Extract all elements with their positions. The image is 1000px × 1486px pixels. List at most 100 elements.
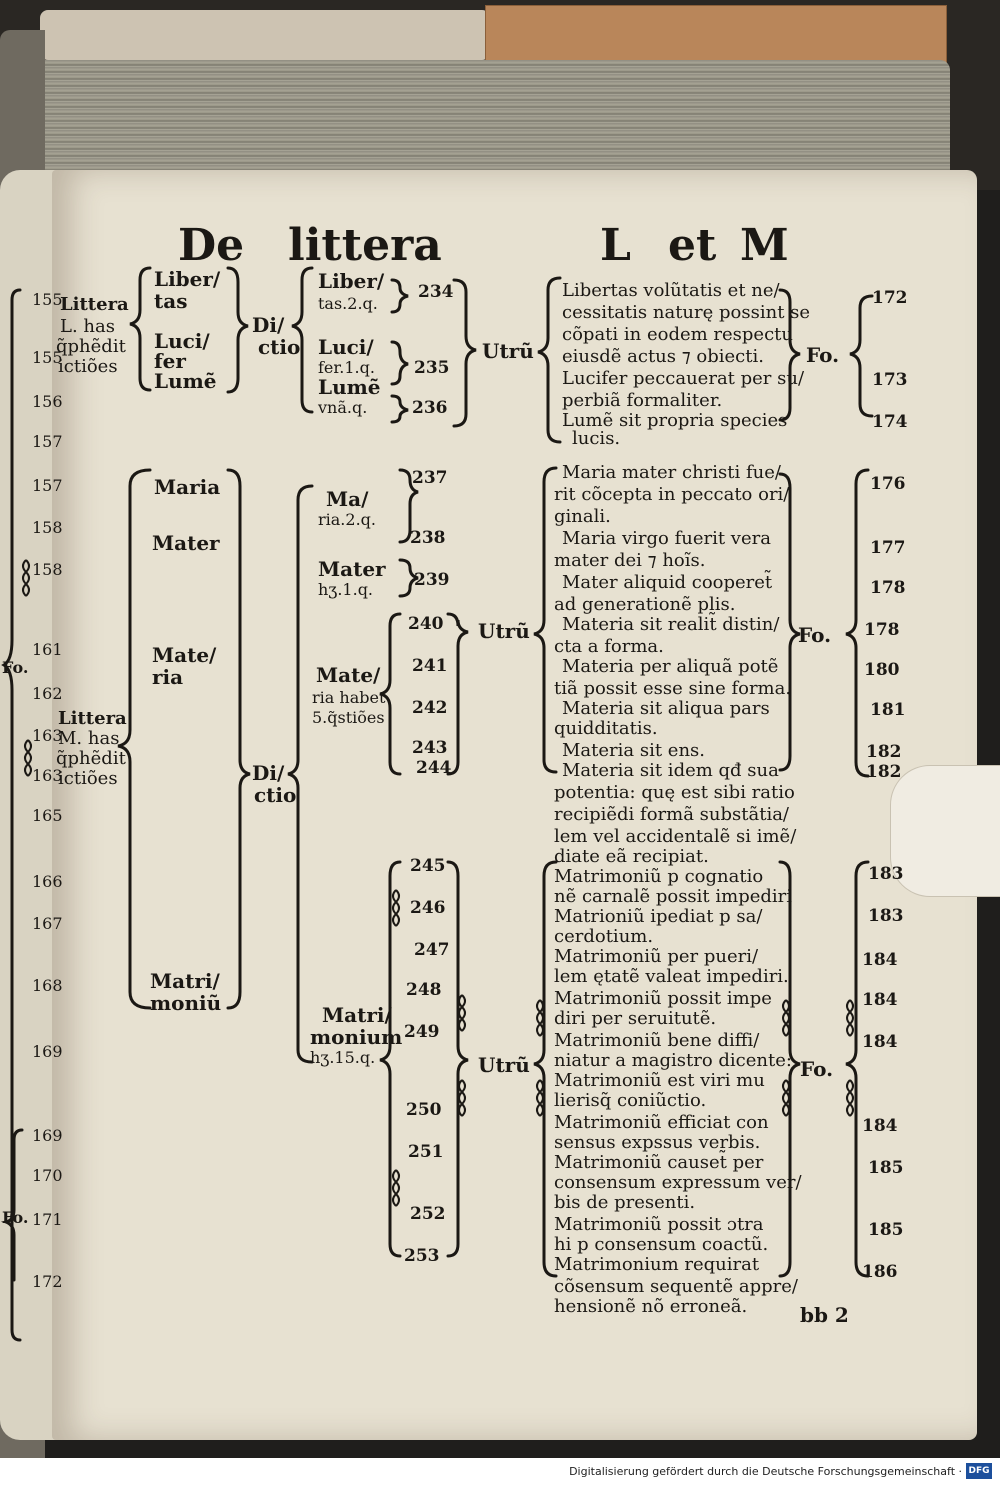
folio-number: 184: [862, 950, 898, 970]
fo-label-m-a: Fo.: [798, 623, 832, 647]
question-number: 248: [406, 980, 442, 1000]
question-line: bis de presenti.: [554, 1192, 696, 1213]
question-line: Matrioniũ ipediat p sa/: [554, 906, 763, 927]
question-line: Matrimoniũ per pueri/: [554, 946, 759, 967]
question-number: 250: [406, 1100, 442, 1120]
dictio-l-1: Di/: [252, 313, 285, 337]
subterm-mater-2: hʒ.1.q.: [318, 580, 374, 599]
left-margin-num: 155: [32, 348, 63, 367]
question-line: cessitatis naturę possint se: [562, 302, 811, 323]
subterm-matrimonium-2: monium: [310, 1025, 403, 1049]
folio-number: 174: [872, 412, 908, 432]
question-number: 240: [408, 614, 444, 634]
folio-number: 185: [868, 1158, 904, 1178]
section-m-label-2: M. has: [58, 728, 120, 749]
folio-number: 173: [872, 370, 908, 390]
question-line: Materia sit ens.: [562, 740, 706, 761]
heading-de: De: [178, 220, 245, 271]
utrum-m-b: Utrũ: [478, 1053, 530, 1077]
folio-number: 183: [868, 906, 904, 926]
subterm-matrimonium-3: hʒ.15.q.: [310, 1048, 376, 1067]
left-margin-num: 166: [32, 872, 63, 891]
footer-bar: [0, 1458, 1000, 1486]
question-line: Lucifer peccauerat per su/: [562, 368, 805, 389]
subterm-matrimonium-1: Matri/: [322, 1003, 392, 1027]
question-number: 251: [408, 1142, 444, 1162]
dictio-m-2: ctio: [254, 783, 297, 807]
question-number: 237: [412, 468, 448, 488]
left-margin-num: 168: [32, 976, 63, 995]
question-line: Materia sit realit̃ distin/: [562, 614, 780, 635]
left-margin-num: 169: [32, 1042, 63, 1061]
question-line: Matrimoniũ efficiat con: [554, 1112, 769, 1133]
question-number: 253: [404, 1246, 440, 1266]
term-lumen: Lumẽ: [154, 369, 217, 393]
question-line: Materia sit idem qđ sua: [562, 760, 779, 781]
question-line: diate eã recipiat.: [554, 846, 709, 867]
fo-label-m-b: Fo.: [800, 1057, 834, 1081]
folio-number: 184: [862, 990, 898, 1010]
question-line: Mater aliquid cooperet̃: [562, 572, 773, 593]
section-l-label-2: L. has: [60, 316, 115, 337]
question-line: Maria virgo fuerit vera: [562, 528, 771, 549]
subterm-lucifer-2: fer.1.q.: [318, 358, 375, 377]
folio-number: 180: [864, 660, 900, 680]
question-line: Matrimoniũ p cognatio: [554, 866, 764, 887]
question-line: tiã possit esse sine forma.: [554, 678, 792, 699]
left-margin-num: 161: [32, 640, 63, 659]
question-number: 236: [412, 398, 448, 418]
left-margin-num: 165: [32, 806, 63, 825]
term-materia-1: Mate/: [152, 643, 217, 667]
section-l-label-1: Littera: [60, 294, 129, 315]
folio-number: 186: [862, 1262, 898, 1282]
question-line: lierisq̃ coniũctio.: [554, 1090, 707, 1111]
section-m-label-1: Littera: [58, 708, 127, 729]
question-line: lem vel accidentalẽ si imẽ/: [554, 826, 797, 847]
folio-number: 176: [870, 474, 906, 494]
question-line: sensus expssus verbis.: [554, 1132, 761, 1153]
heading-littera: littera: [288, 220, 442, 271]
question-line: hensionẽ nõ erroneã.: [554, 1296, 748, 1317]
folio-number: 178: [870, 578, 906, 598]
folio-number: 178: [864, 620, 900, 640]
section-m-label-4: ictiões: [58, 768, 118, 789]
left-margin-num: 171: [32, 1210, 63, 1229]
left-margin-num: 157: [32, 476, 63, 495]
question-number: 246: [410, 898, 446, 918]
question-number: 241: [412, 656, 448, 676]
left-margin-num: 169: [32, 1126, 63, 1145]
signature-mark: bb 2: [800, 1303, 849, 1327]
subterm-mater-1: Mater: [318, 557, 386, 581]
section-m-label-3: q̃phẽdit: [56, 748, 126, 769]
folio-number: 182: [866, 762, 902, 782]
question-number: 247: [414, 940, 450, 960]
folio-number: 184: [862, 1032, 898, 1052]
left-margin-num: 158: [32, 560, 63, 579]
question-line: consensum expressum ver/: [554, 1172, 802, 1193]
term-lucifer-1: Luci/: [154, 329, 210, 353]
question-line: rit cõcepta in peccato ori/: [554, 484, 790, 505]
heading-letter-m: M: [740, 220, 789, 271]
question-number: 238: [410, 528, 446, 548]
term-libertas-2: tas: [154, 289, 188, 313]
term-lucifer-2: fer: [154, 349, 186, 373]
dfg-logo: DFG: [966, 1463, 992, 1479]
question-line: lucis.: [572, 428, 621, 449]
question-line: nẽ carnalẽ possit impediri: [554, 886, 793, 907]
term-maria: Maria: [154, 475, 221, 499]
left-margin-num: 155: [32, 290, 63, 309]
question-line: cõpati in eodem respectu: [562, 324, 793, 345]
question-number: 245: [410, 856, 446, 876]
folio-number: 182: [866, 742, 902, 762]
folio-number: 184: [862, 1116, 898, 1136]
left-margin-num: 172: [32, 1272, 63, 1291]
folio-number: 183: [868, 864, 904, 884]
question-number: 234: [418, 282, 454, 302]
question-line: Maria mater christi fue/: [562, 462, 781, 483]
question-line: Materia sit aliqua pars: [562, 698, 770, 719]
question-number: 242: [412, 698, 448, 718]
subterm-libertas-1: Liber/: [318, 269, 385, 293]
subterm-materia-3: 5.q̃stiões: [312, 708, 385, 727]
question-number: 239: [414, 570, 450, 590]
